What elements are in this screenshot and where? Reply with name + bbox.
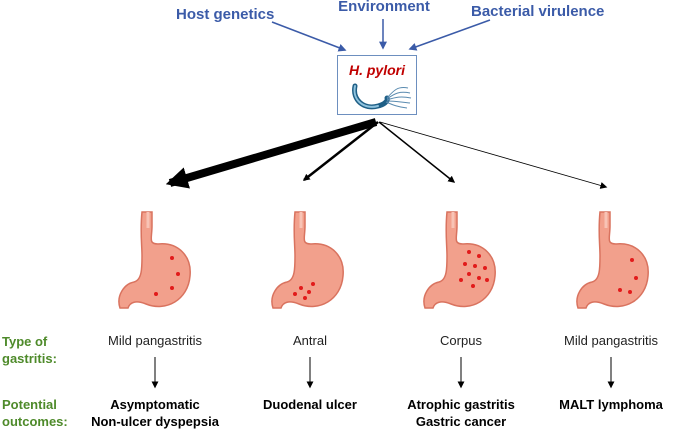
bacterium-icon [352,83,412,110]
potential-outcomes-label: Potential outcomes: [2,396,68,430]
branch-arrow-1 [165,118,378,189]
outcome-4-line1: MALT lymphoma [559,397,663,412]
host-genetics-label: Host genetics [176,6,275,23]
stomach-icon-3 [423,211,496,309]
type-label-line1: Type of [2,334,48,349]
stomach-icon-1 [118,211,191,309]
outcome-1-line2: Non-ulcer dyspepsia [91,414,219,429]
outcome-1: Asymptomatic Non-ulcer dyspepsia [91,396,219,430]
h-pylori-box: H. pylori [337,55,417,115]
virulence-arrow [408,19,491,51]
outcome-1-line1: Asymptomatic [110,397,200,412]
gastritis-type-2: Antral [293,333,327,348]
gastritis-type-3: Corpus [440,333,482,348]
type-label-line2: gastritis: [2,351,57,366]
branch-arrow-4 [379,121,608,189]
h-pylori-title: H. pylori [348,62,405,78]
type-of-gastritis-label: Type of gastritis: [2,333,57,367]
outcome-label-line2: outcomes: [2,414,68,429]
branch-arrow-2 [302,121,379,181]
stomach-icon-2 [271,211,344,309]
outcome-2: Duodenal ulcer [263,396,357,413]
bacterial-virulence-label: Bacterial virulence [471,3,605,20]
outcome-2-line1: Duodenal ulcer [263,397,357,412]
gastritis-type-4: Mild pangastritis [564,333,658,348]
outcome-label-line1: Potential [2,397,57,412]
gastritis-type-1: Mild pangastritis [108,333,202,348]
branch-arrow-3 [378,121,456,183]
outcome-4: MALT lymphoma [559,396,663,413]
outcome-3: Atrophic gastritis Gastric cancer [407,396,515,430]
stomach-icon-4 [576,211,649,309]
host-arrow [271,21,347,52]
outcome-3-line1: Atrophic gastritis [407,397,515,412]
environment-label: Environment [338,0,430,15]
outcome-3-line2: Gastric cancer [415,414,507,429]
